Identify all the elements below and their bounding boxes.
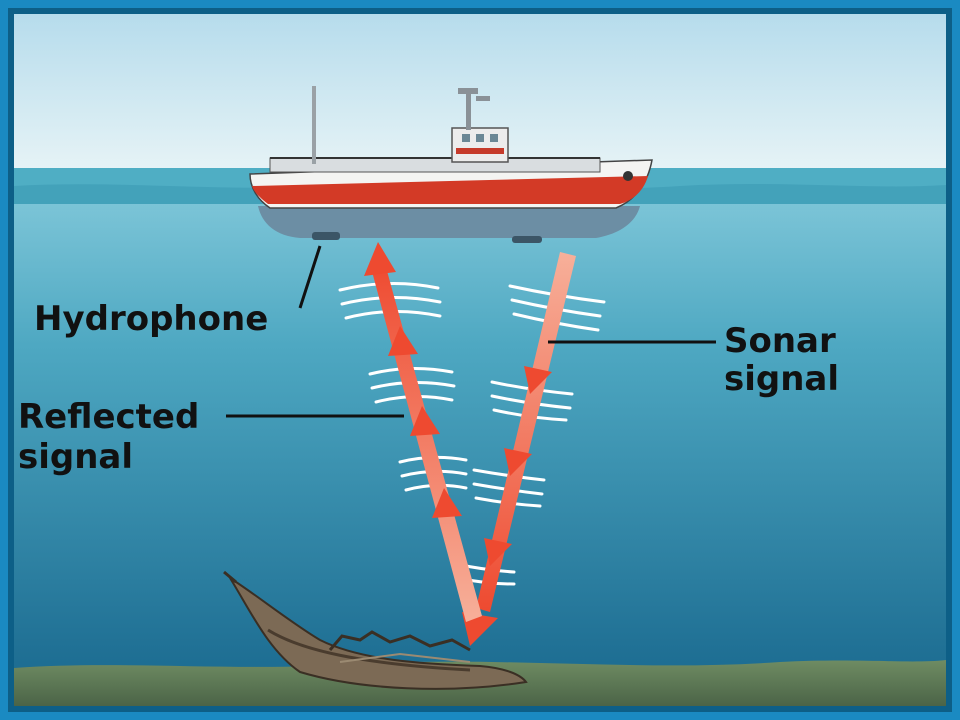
- hydrophone-pod: [312, 232, 340, 240]
- sonar-label-line1: Sonar: [724, 321, 836, 361]
- reflected-label-line1: Reflected: [18, 397, 199, 437]
- sonar-label-line2: signal: [724, 359, 839, 399]
- hydrophone-leader-line: [298, 245, 322, 309]
- reflected-label-line2: signal: [18, 437, 133, 477]
- hydrophone-label: Hydrophone: [34, 299, 268, 339]
- reflected-signal-arrow: [364, 242, 482, 622]
- ship-icon: [249, 86, 653, 243]
- shipwreck-icon: [223, 570, 528, 690]
- water: [14, 170, 946, 670]
